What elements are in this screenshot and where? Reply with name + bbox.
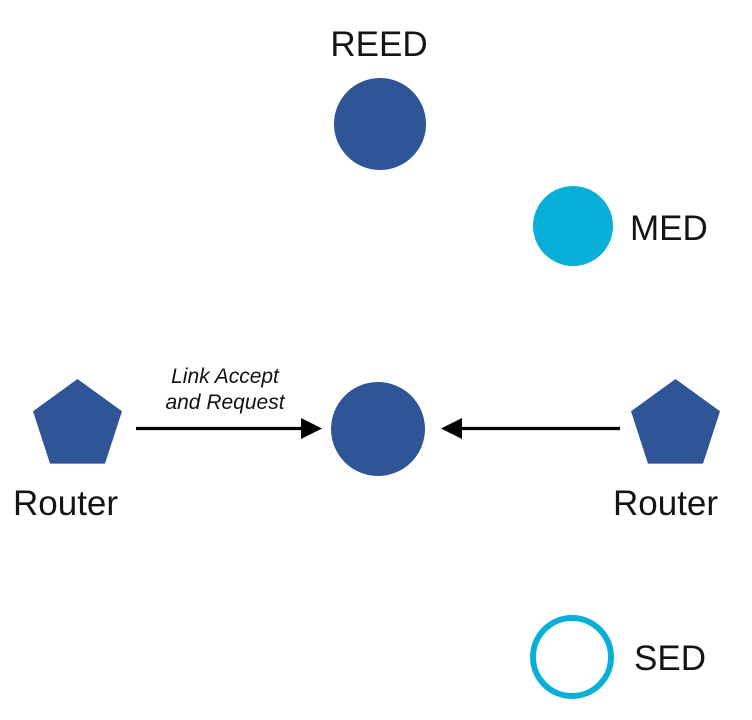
node-sed-label: SED (634, 639, 706, 678)
node-leader-center[interactable] (331, 382, 425, 476)
node-med[interactable]: MED (533, 186, 708, 266)
edge-label-line-2: and Request (165, 391, 285, 414)
med-circle-icon (533, 186, 613, 266)
node-sed[interactable]: SED (530, 615, 706, 699)
sed-circle-icon (530, 615, 614, 699)
edge-right-arrowhead-icon (441, 418, 462, 439)
node-router-right-label: Router (613, 484, 718, 523)
edge-left-arrowhead-icon (301, 418, 322, 439)
node-reed[interactable]: REED (330, 25, 428, 170)
edge-link-accept-request[interactable]: Link Accept and Request (136, 365, 322, 439)
node-router-right[interactable]: Router (613, 379, 720, 523)
node-router-left-label: Router (13, 484, 118, 523)
leader-circle-icon (331, 382, 425, 476)
node-reed-label: REED (330, 25, 427, 64)
reed-circle-icon (334, 78, 426, 170)
edge-right-router-to-leader[interactable] (441, 418, 620, 439)
node-router-left[interactable]: Router (13, 379, 122, 523)
router-left-pentagon-icon (33, 379, 122, 464)
node-med-label: MED (630, 209, 708, 248)
router-right-pentagon-icon (631, 379, 720, 464)
edge-label-line-1: Link Accept (171, 365, 280, 388)
